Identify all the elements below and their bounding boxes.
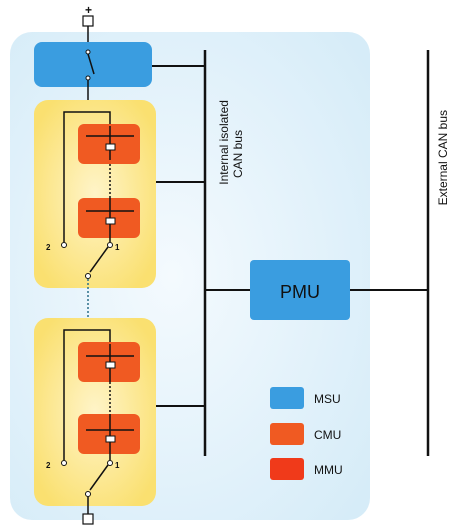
legend-label-cmu: CMU	[314, 428, 341, 442]
top-terminal	[82, 15, 94, 27]
bottom-terminal	[82, 513, 94, 525]
lower-switch-label-2: 2	[46, 461, 51, 470]
legend-swatch-msu	[270, 387, 304, 409]
internal-bus-label-line2: CAN bus	[231, 130, 245, 178]
lower-switch-contact-1	[107, 460, 113, 466]
legend: MSU CMU MMU	[270, 387, 343, 480]
upper-switch-label-2: 2	[46, 243, 51, 252]
external-bus-label: External CAN bus	[436, 110, 450, 205]
legend-label-msu: MSU	[314, 392, 341, 406]
lower-cmu-2	[78, 414, 140, 454]
internal-bus-label-line1: Internal isolated	[217, 100, 231, 185]
legend-swatch-mmu	[270, 458, 304, 480]
legend-swatch-cmu	[270, 423, 304, 445]
legend-label-mmu: MMU	[314, 463, 343, 477]
pmu-box	[250, 260, 350, 320]
positive-terminal-sign: +	[85, 3, 92, 17]
msu-box	[34, 42, 152, 87]
pmu-label: PMU	[280, 282, 320, 302]
lower-switch-label-1: 1	[115, 461, 120, 470]
upper-switch-contact-2	[61, 242, 67, 248]
upper-switch-label-1: 1	[115, 243, 120, 252]
lower-switch-contact-2	[61, 460, 67, 466]
upper-switch-contact-1	[107, 242, 113, 248]
